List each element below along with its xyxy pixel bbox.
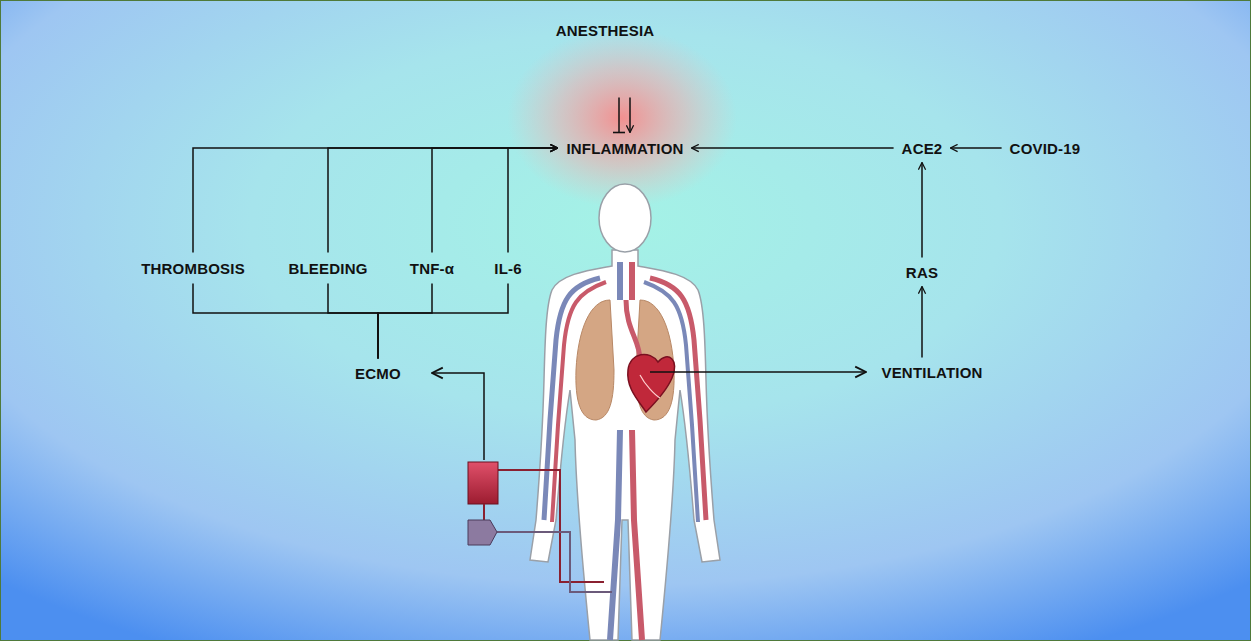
connector <box>378 284 432 359</box>
connector <box>629 98 631 133</box>
node-label: BLEEDING <box>288 260 367 277</box>
connector <box>508 148 557 253</box>
node-label: IL-6 <box>494 260 521 277</box>
node-label: VENTILATION <box>881 364 982 381</box>
connector <box>921 163 923 258</box>
connector <box>193 284 378 359</box>
connector <box>432 148 557 253</box>
node-label: RAS <box>906 264 938 281</box>
connector <box>328 148 557 253</box>
text-node: ANESTHESIA <box>553 20 658 41</box>
connector <box>378 284 508 359</box>
inhibition-connector <box>618 98 620 133</box>
connector <box>328 284 378 359</box>
text-node: THROMBOSIS <box>138 258 248 279</box>
node-label: THROMBOSIS <box>141 260 245 277</box>
text-node: RAS <box>903 262 941 283</box>
text-node: INFLAMMATION <box>563 138 686 159</box>
connector <box>921 287 923 358</box>
text-node: BLEEDING <box>285 258 370 279</box>
text-node: TNF-α <box>407 258 457 279</box>
node-label: COVID-19 <box>1010 140 1081 157</box>
node-label: TNF-α <box>410 260 454 277</box>
node-label: ECMO <box>355 365 401 382</box>
ecmo-device <box>468 462 612 592</box>
text-node: ECMO <box>352 363 404 384</box>
connector <box>692 147 894 149</box>
connector <box>193 148 557 253</box>
connector <box>950 147 1001 149</box>
text-node: ACE2 <box>899 138 946 159</box>
heart-arrow <box>650 371 866 373</box>
text-node: IL-6 <box>491 258 524 279</box>
node-label: INFLAMMATION <box>566 140 683 157</box>
inflammation-glow <box>507 28 737 208</box>
human-figure <box>530 184 720 640</box>
text-node: COVID-19 <box>1007 138 1084 159</box>
device-arrow <box>432 373 484 460</box>
node-label: ACE2 <box>902 140 943 157</box>
node-label: ANESTHESIA <box>556 22 655 39</box>
text-node: VENTILATION <box>878 362 985 383</box>
